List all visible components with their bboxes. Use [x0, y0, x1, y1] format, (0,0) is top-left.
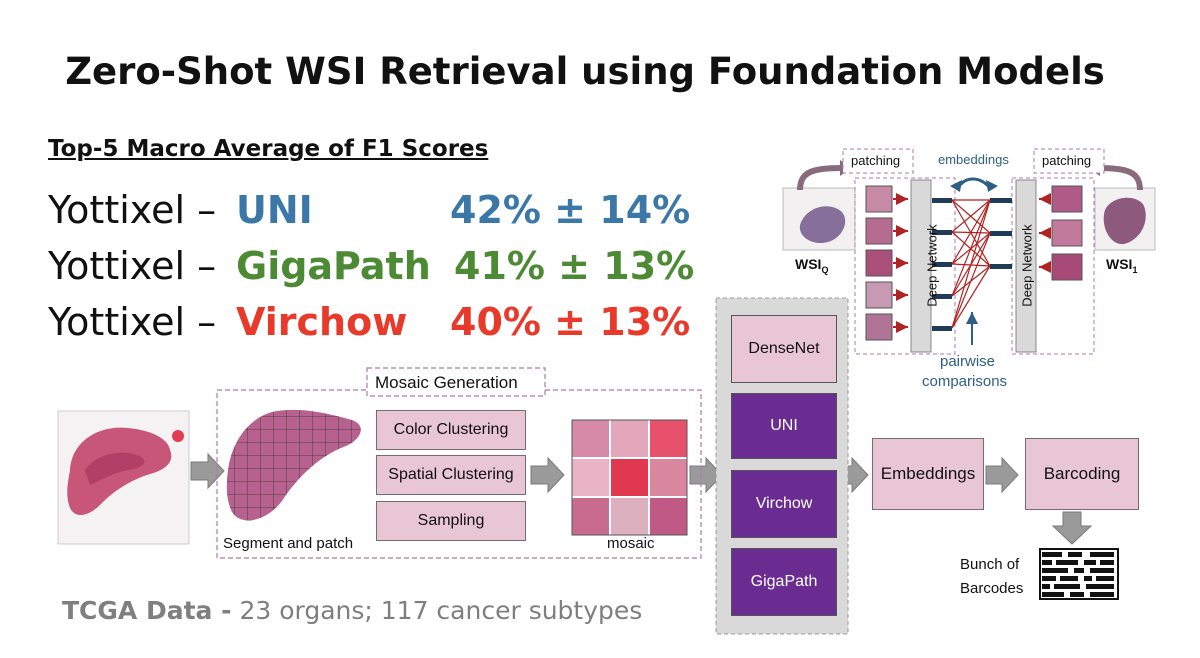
arrow-mosaic-to-models [689, 456, 723, 494]
input-slide-image [57, 410, 190, 545]
spatial-clustering-step: Spatial Clustering [376, 455, 526, 495]
patching-label-right: patching [1042, 153, 1092, 168]
result-model-gigapath: GigaPath [236, 244, 431, 288]
segmented-tissue [226, 409, 361, 521]
pairwise-label-line1: pairwise [940, 353, 996, 370]
arrow-embeddings-to-barcoding [985, 456, 1019, 494]
wsi-query-label: WSIQ [795, 256, 829, 275]
model-densenet: DenseNet [731, 315, 837, 383]
footer-bold: TCGA Data - [62, 596, 232, 625]
model-uni: UNI [731, 393, 837, 459]
result-score-uni: 42% ± 14% [450, 188, 691, 232]
deep-network-right: Deep Network [1019, 224, 1035, 307]
deep-network-left: Deep Network [924, 224, 940, 307]
dataset-footer: TCGA Data - 23 organs; 117 cancer subtyp… [62, 596, 642, 625]
footer-text: 23 organs; 117 cancer subtypes [231, 596, 643, 625]
pairwise-label-line2: comparisons [922, 373, 1008, 390]
mosaic-tiles [571, 419, 688, 536]
retrieval-inset [782, 148, 1156, 355]
result-model-virchow: Virchow [236, 300, 408, 344]
arrow-mosaic-steps-to-mosaic [530, 456, 565, 494]
mosaic-label: mosaic [607, 535, 655, 552]
patching-label-left: patching [851, 153, 901, 168]
result-score-virchow: 40% ± 13% [450, 300, 691, 344]
result-score-gigapath: 41% ± 13% [454, 244, 695, 288]
wsi-1-label: WSI1 [1106, 256, 1138, 275]
barcoding-box: Barcoding [1025, 438, 1139, 510]
page-title: Zero-Shot WSI Retrieval using Foundation… [65, 50, 1105, 93]
mosaic-title-box [366, 367, 546, 397]
color-clustering-step: Color Clustering [376, 410, 526, 450]
result-model-uni: UNI [236, 188, 313, 232]
patching-box-left [842, 148, 914, 174]
patching-box-right [1033, 148, 1105, 174]
barcodes-label-line2: Barcodes [960, 580, 1024, 597]
model-gigapath: GigaPath [731, 548, 837, 616]
result-prefix: Yottixel – [48, 244, 217, 288]
barcodes-icon [1039, 548, 1119, 600]
embeddings-label: embeddings [938, 152, 1009, 167]
arrow-barcoding-to-barcodes [1051, 511, 1093, 545]
mosaic-title: Mosaic Generation [375, 373, 518, 392]
arrow-slide-to-segment [190, 452, 225, 490]
result-prefix: Yottixel – [48, 188, 217, 232]
embeddings-box: Embeddings [872, 438, 984, 510]
segment-label: Segment and patch [223, 535, 354, 552]
sampling-step: Sampling [376, 501, 526, 541]
model-virchow: Virchow [731, 470, 837, 538]
barcodes-label-line1: Bunch of [960, 556, 1020, 573]
results-subtitle: Top-5 Macro Average of F1 Scores [48, 136, 489, 162]
result-prefix: Yottixel – [48, 300, 217, 344]
